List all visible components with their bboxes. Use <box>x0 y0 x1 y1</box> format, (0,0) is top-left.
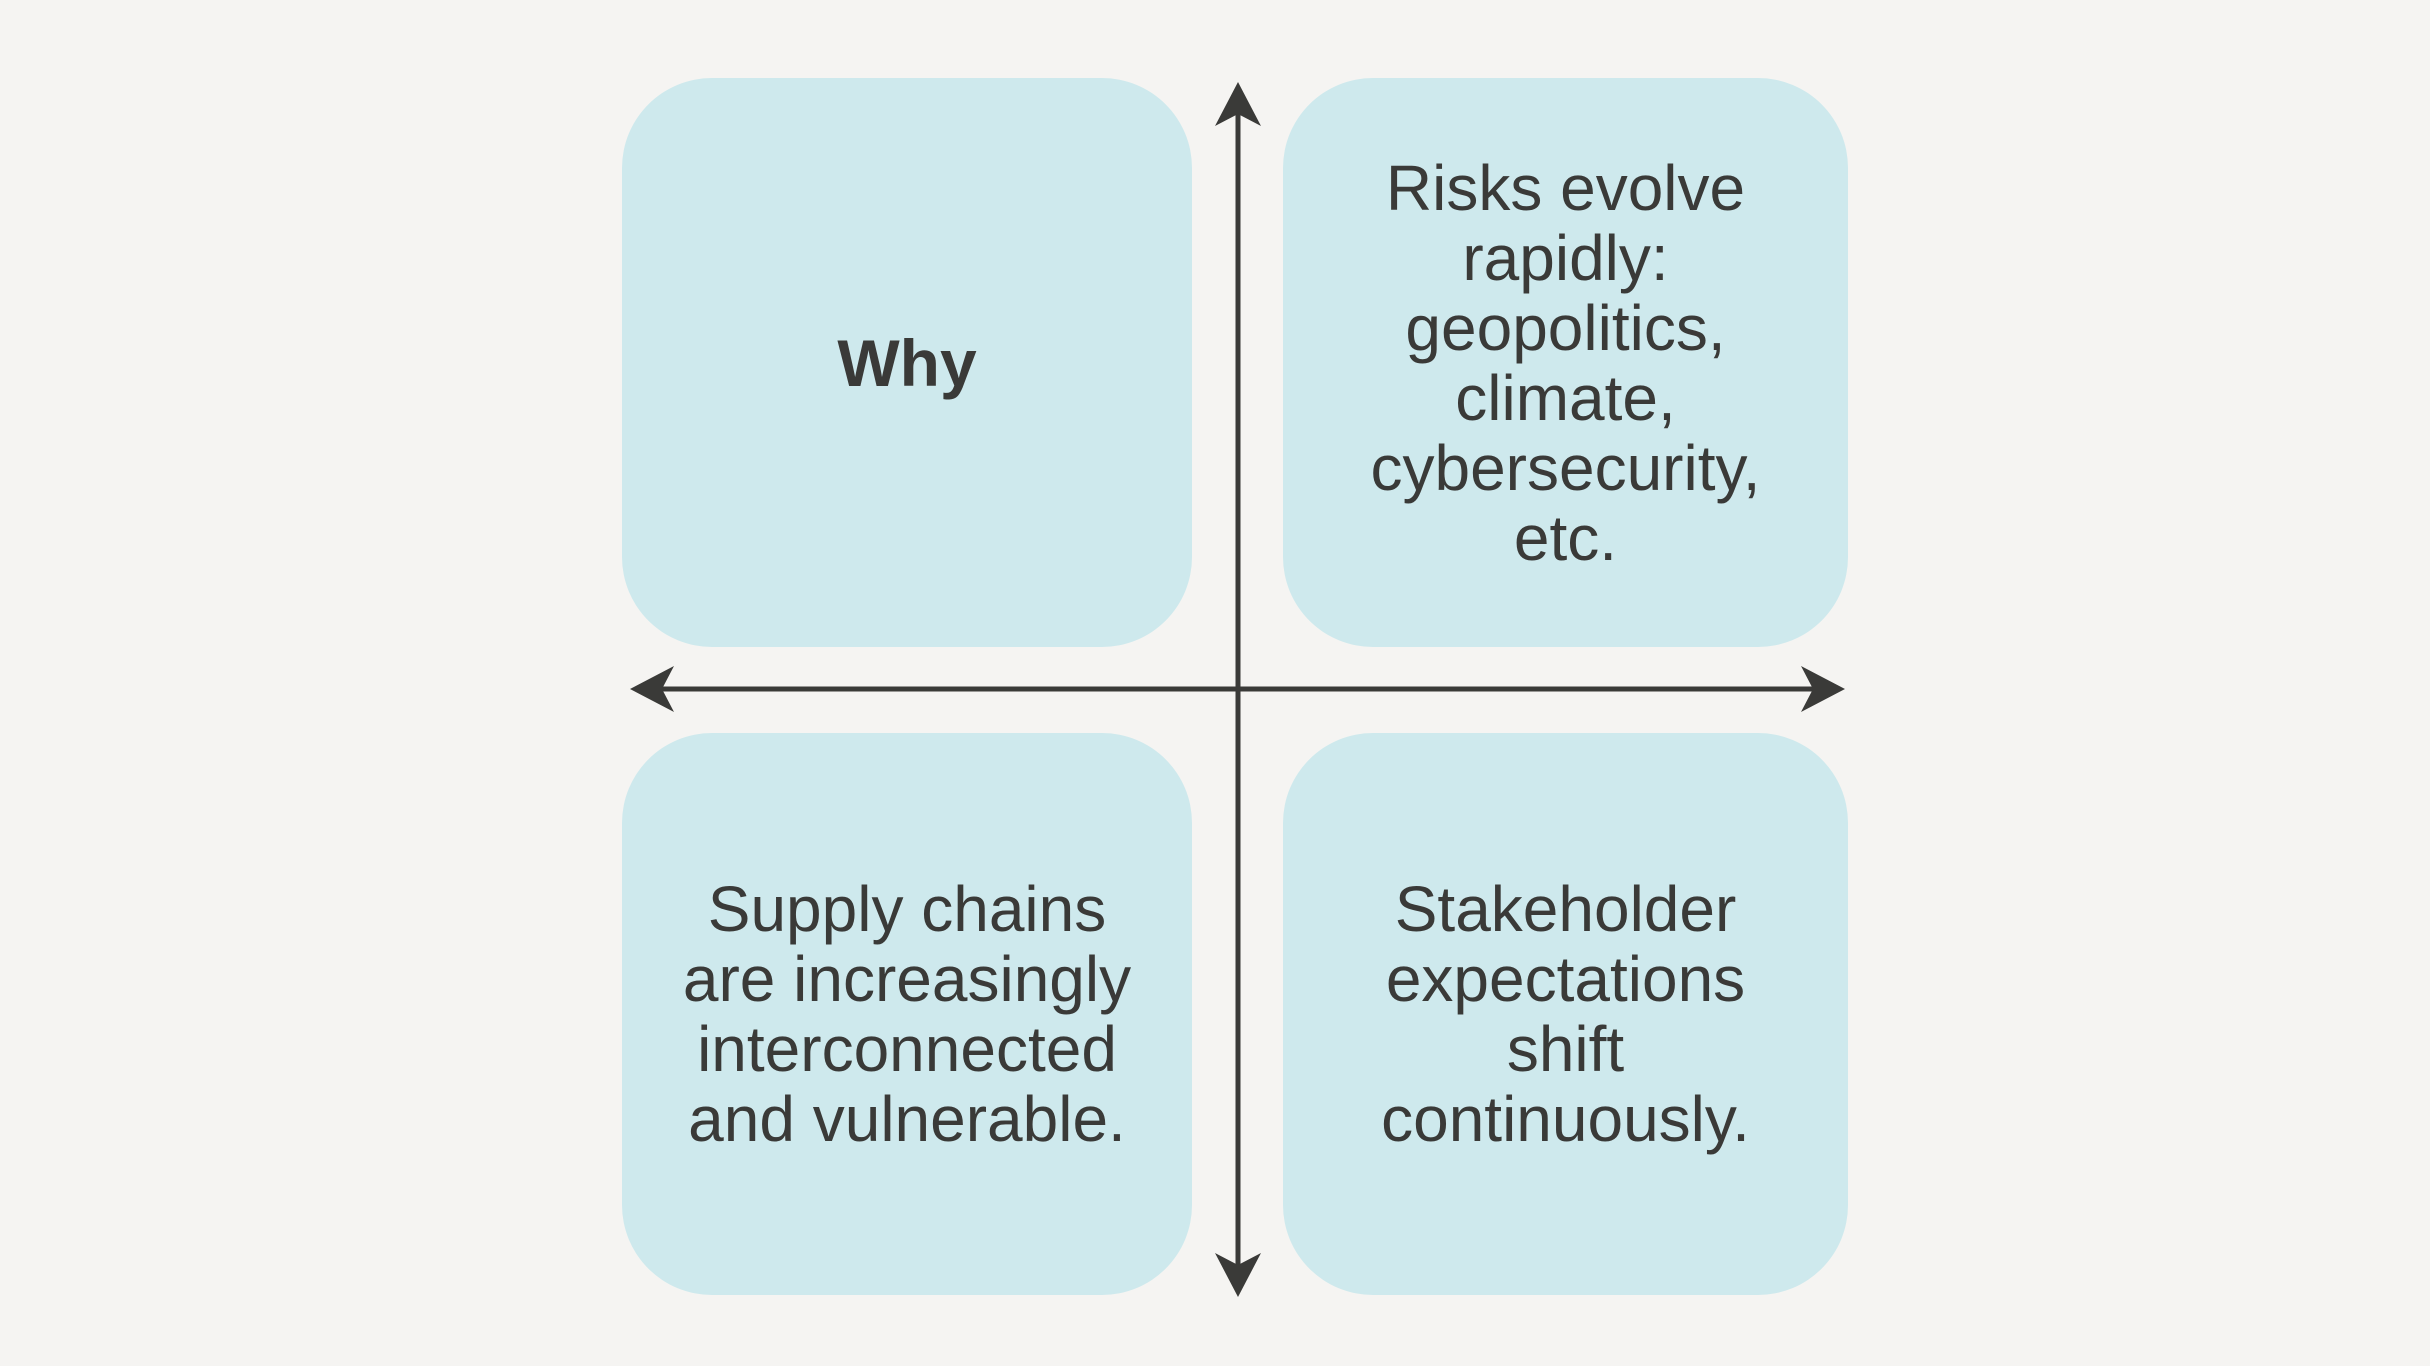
quadrant-bottom-right: Stakeholder expectations shift continuou… <box>1283 733 1848 1295</box>
quadrant-top-right-text: Risks evolve rapidly: geopolitics, clima… <box>1370 151 1761 574</box>
arrowhead-left-icon <box>630 666 674 712</box>
arrowhead-bottom-icon <box>1215 1253 1261 1297</box>
quadrant-bottom-right-text: Stakeholder expectations shift continuou… <box>1381 873 1750 1155</box>
arrowhead-right-icon <box>1801 666 1845 712</box>
quadrant-top-left: Why <box>622 78 1192 647</box>
quadrant-bottom-left: Supply chains are increasingly interconn… <box>622 733 1192 1295</box>
arrowhead-top-icon <box>1215 82 1261 126</box>
quadrant-bottom-left-text: Supply chains are increasingly interconn… <box>682 873 1132 1155</box>
quadrant-top-right: Risks evolve rapidly: geopolitics, clima… <box>1283 78 1848 647</box>
quadrant-top-left-text: Why <box>837 325 977 400</box>
